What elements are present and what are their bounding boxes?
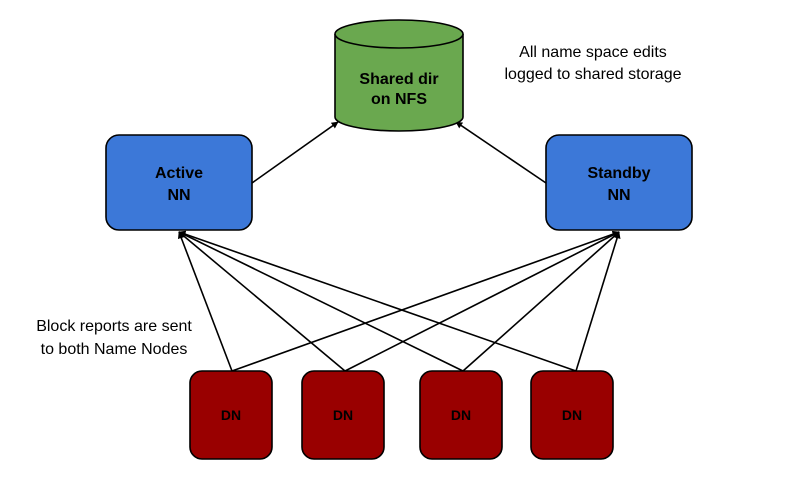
cylinder-body: [334, 34, 464, 132]
datanode-2: DN: [301, 370, 385, 460]
edge-datanode-1-to-active: [177, 231, 233, 372]
edge-datanode-4-to-standby: [575, 231, 621, 372]
edge-active-to-storage: [251, 121, 339, 184]
edge-datanode-1-to-standby: [231, 230, 620, 372]
storage-label-line1: Shared dir: [359, 71, 438, 88]
standby-namenode-box: [545, 134, 693, 231]
datanode-3: DN: [419, 370, 503, 460]
datanode-4-box: [530, 370, 614, 460]
datanode-2-label: DN: [333, 407, 353, 423]
datanode-4-label: DN: [562, 407, 582, 423]
shared-storage-node: Shared dir on NFS: [334, 19, 464, 132]
storage-note-line1: All name space edits: [519, 44, 667, 61]
datanode-2-box: [301, 370, 385, 460]
datanode-1: DN: [189, 370, 273, 460]
edge-datanode-4-to-active: [178, 230, 577, 372]
block-note-line1: Block reports are sent: [36, 318, 192, 335]
block-note-line2: to both Name Nodes: [41, 341, 188, 358]
edge-datanode-3-to-active: [178, 231, 464, 372]
datanode-1-label: DN: [221, 407, 241, 423]
standby-label-line1: Standby: [587, 165, 650, 182]
active-label-line1: Active: [155, 165, 203, 182]
active-label-line2: NN: [167, 187, 190, 204]
datanode-3-label: DN: [451, 407, 471, 423]
datanode-1-box: [189, 370, 273, 460]
storage-note-line2: logged to shared storage: [504, 66, 681, 83]
edge-datanode-3-to-standby: [462, 231, 620, 372]
active-namenode: Active NN: [105, 134, 253, 231]
standby-namenode: Standby NN: [545, 134, 693, 231]
datanode-4: DN: [530, 370, 614, 460]
active-namenode-box: [105, 134, 253, 231]
storage-label-line2: on NFS: [371, 91, 427, 108]
edge-datanode-2-to-active: [178, 231, 346, 372]
edge-datanode-2-to-standby: [344, 231, 620, 372]
cylinder-top: [334, 19, 464, 49]
datanode-3-box: [419, 370, 503, 460]
standby-label-line2: NN: [607, 187, 630, 204]
edge-standby-to-storage: [455, 121, 547, 184]
edges: [177, 121, 621, 372]
